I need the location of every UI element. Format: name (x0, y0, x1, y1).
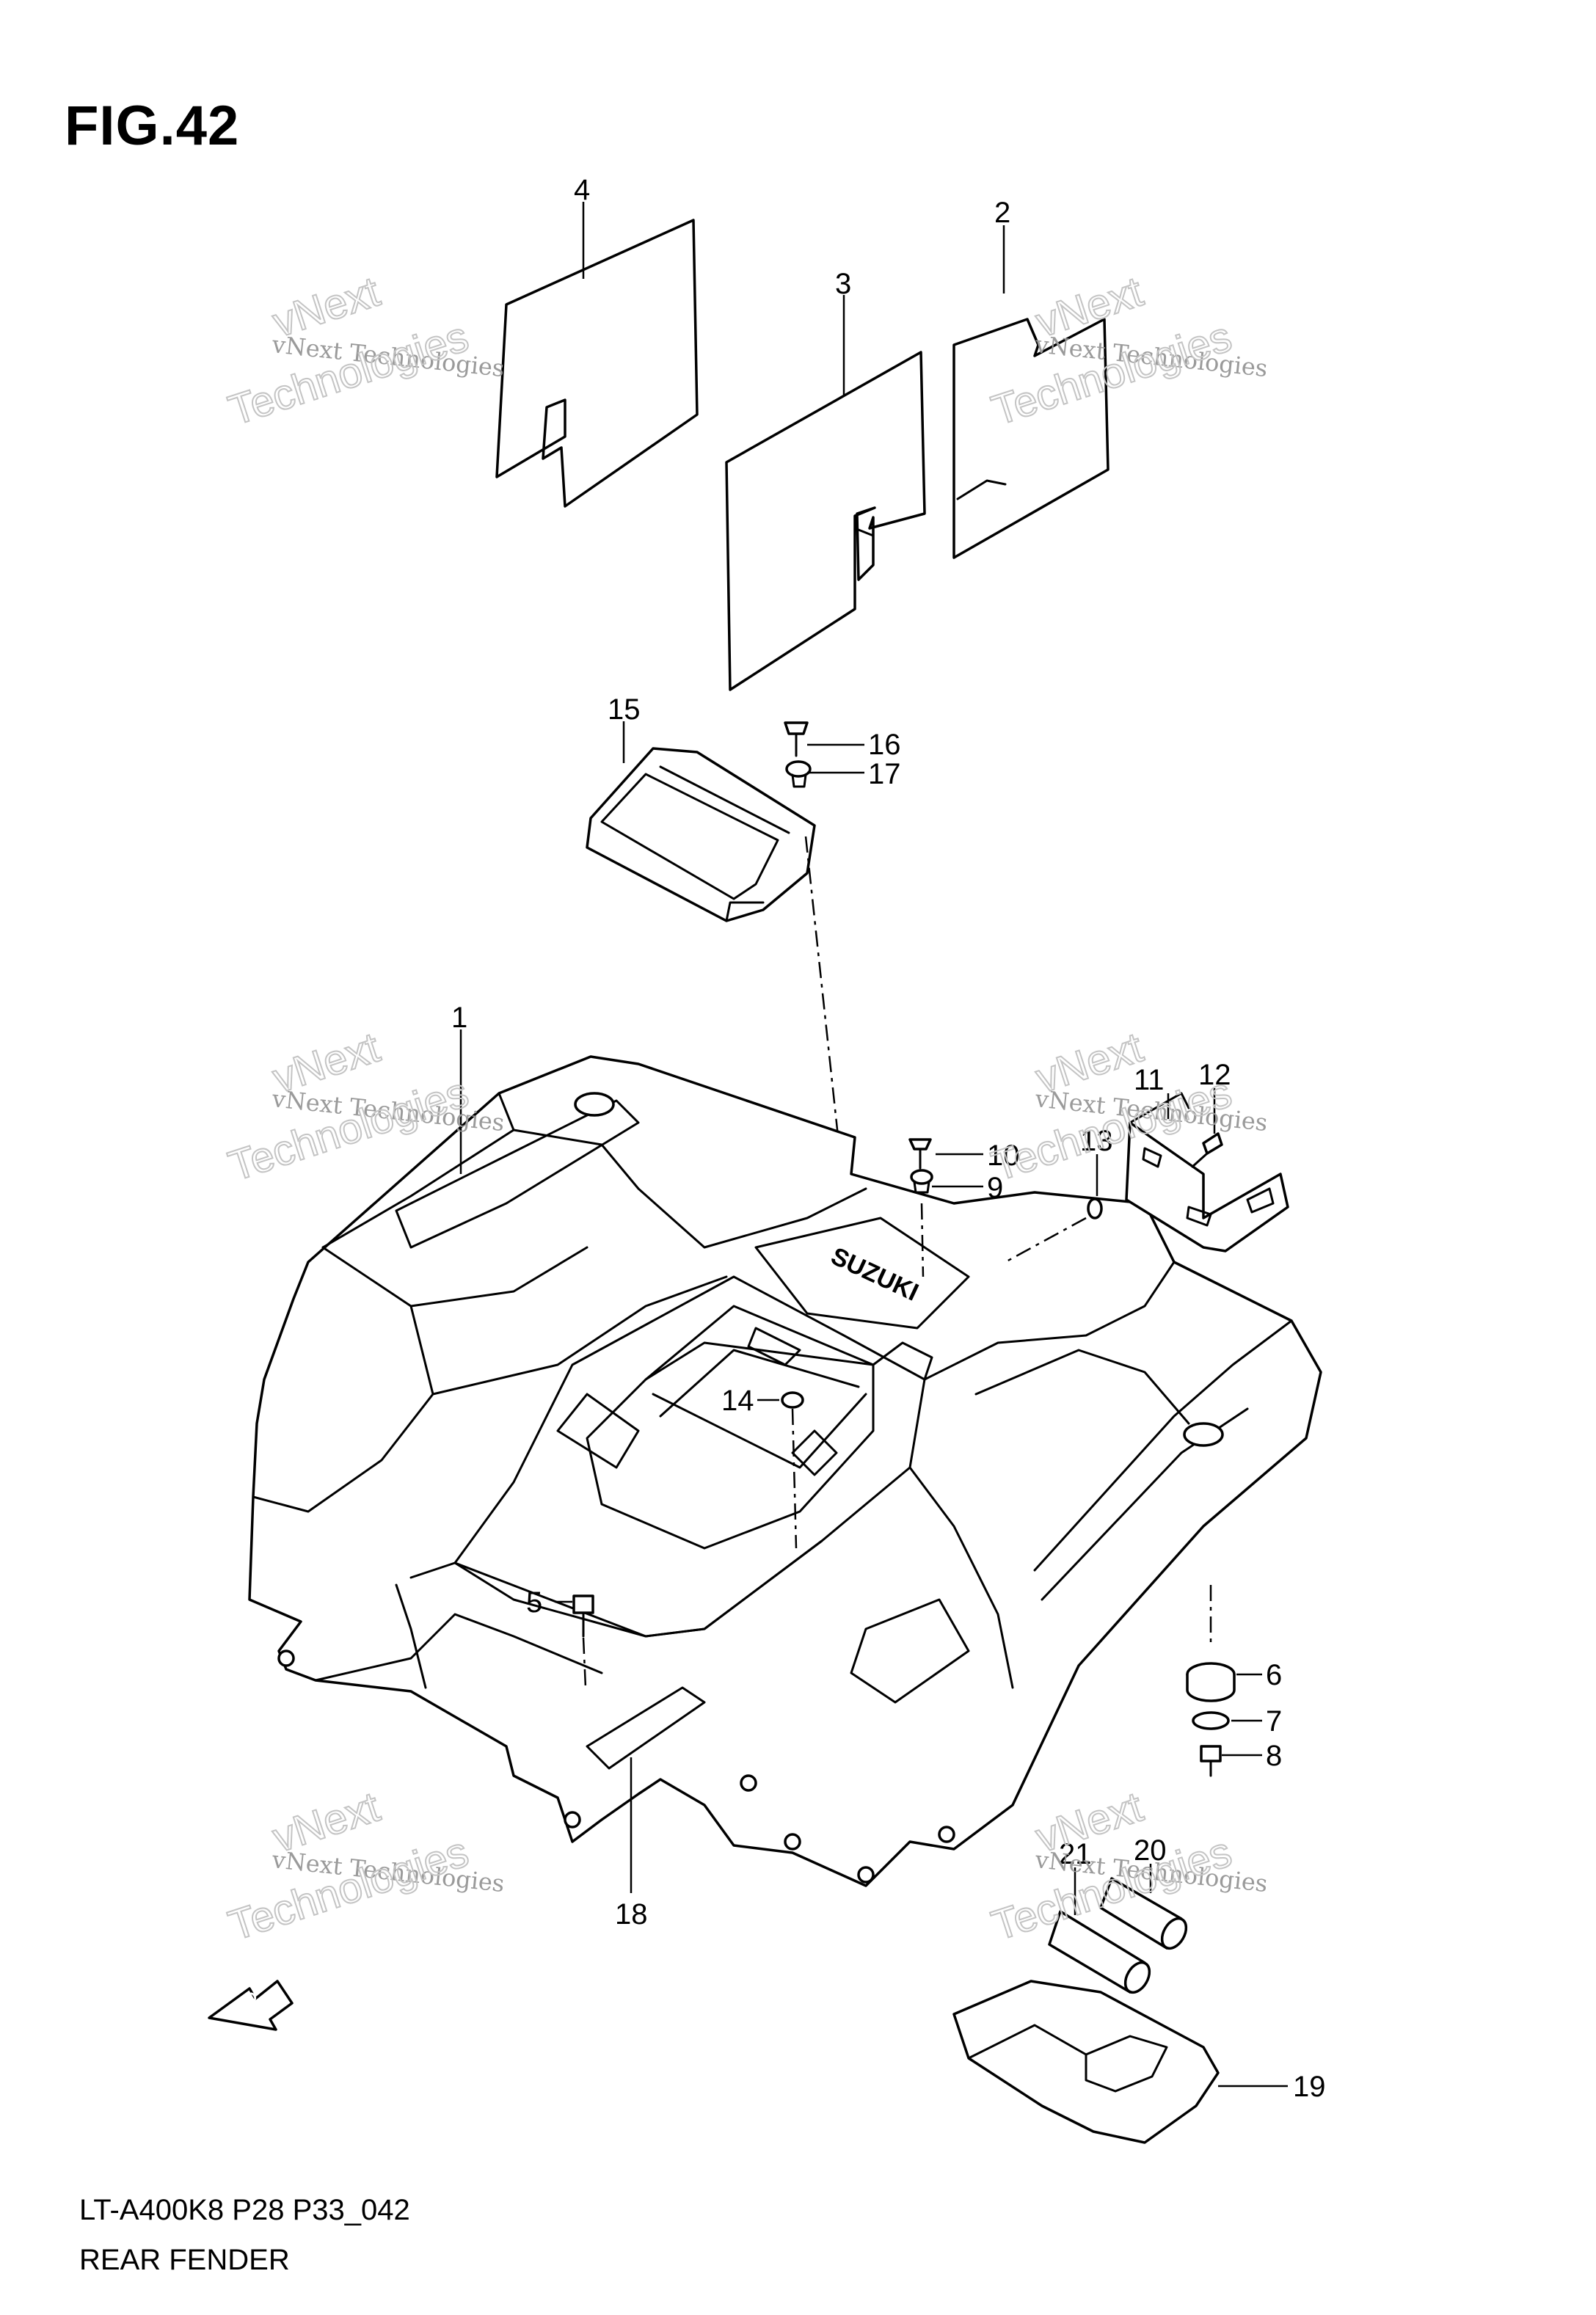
callout-1: 1 (451, 1002, 467, 1034)
callout-15: 15 (608, 693, 641, 726)
screw-10 (908, 1138, 932, 1170)
callout-2: 2 (994, 197, 1010, 229)
decal-2 (952, 318, 1109, 559)
callout-20: 20 (1134, 1834, 1167, 1867)
watermark-low-left: vNext vNext Technologies Technologies (222, 1782, 506, 1951)
callout-14: 14 (721, 1385, 754, 1417)
bracket-11 (1125, 1092, 1289, 1253)
assembly-line-15 (804, 836, 864, 1362)
callout-3: 3 (835, 268, 851, 300)
callout-11: 11 (1134, 1064, 1165, 1096)
callout-18: 18 (615, 1898, 648, 1931)
bolt-5 (572, 1594, 594, 1638)
bolt-12 (1191, 1132, 1223, 1168)
cushion-6 (1186, 1662, 1236, 1702)
rear-fender-1: SUZUKI (248, 1055, 1322, 1887)
figure-title: FIG.42 (65, 95, 240, 157)
callout-5: 5 (526, 1586, 542, 1619)
callout-7: 7 (1266, 1705, 1282, 1738)
callout-4: 4 (574, 174, 590, 206)
pipe-20 (1099, 1877, 1188, 1950)
callout-8: 8 (1266, 1740, 1282, 1772)
screw-16 (784, 721, 809, 757)
callout-19: 19 (1293, 2071, 1326, 2103)
nut-9 (910, 1169, 933, 1194)
callout-12: 12 (1198, 1059, 1231, 1091)
nut-17 (785, 760, 812, 788)
washer-13 (1087, 1197, 1103, 1220)
callout-17: 17 (868, 758, 901, 790)
tool-tray-15 (586, 747, 816, 922)
callout-9: 9 (987, 1172, 1003, 1204)
callout-6: 6 (1266, 1659, 1282, 1691)
pipe-21 (1048, 1910, 1151, 1994)
callout-labels: 4 3 2 15 16 17 1 10 9 13 11 12 14 5 6 7 … (451, 174, 1326, 2103)
bolt-8 (1200, 1745, 1222, 1777)
cover-19 (952, 1980, 1220, 2144)
decal-4 (495, 219, 699, 508)
callout-21: 21 (1059, 1838, 1092, 1870)
callout-10: 10 (987, 1140, 1020, 1172)
collar-7 (1192, 1711, 1230, 1730)
watermark-top-left: vNext vNext Technologies Technologies (222, 267, 506, 436)
decal-3 (725, 351, 926, 691)
callout-13: 13 (1080, 1125, 1113, 1157)
model-code: LT-A400K8 P28 P33_042 (79, 2194, 410, 2226)
leader-lines (459, 202, 1288, 2088)
fwd-arrow: FWD (208, 1980, 294, 2031)
grommet-14 (781, 1391, 804, 1409)
callout-16: 16 (868, 729, 901, 761)
assembly-name: REAR FENDER (79, 2244, 290, 2276)
